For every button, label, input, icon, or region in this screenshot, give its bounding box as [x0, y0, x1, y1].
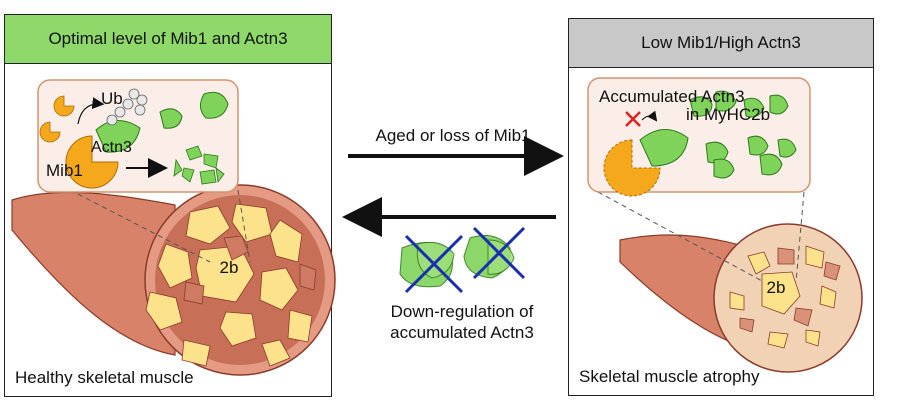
left-panel-header: Optimal level of Mib1 and Actn3: [5, 15, 331, 64]
bottom-label-line2: accumulated Actn3: [390, 323, 534, 342]
actn3-free-1: [200, 91, 229, 119]
bottom-label-line1: Down-regulation of: [391, 302, 534, 321]
ubiquitin-chain: [106, 88, 148, 126]
blocked-arrow: [641, 110, 658, 122]
right-panel-header: Low Mib1/High Actn3: [569, 19, 873, 68]
actn3-unbound: [639, 129, 689, 167]
actn3-free-2: [159, 108, 183, 129]
actn3-fragments: [173, 145, 225, 185]
accumulated-actn3: [689, 90, 797, 179]
mib1-small-2: [39, 121, 61, 143]
cross-2b: [472, 226, 526, 280]
left-panel-footer: Healthy skeletal muscle: [15, 368, 194, 387]
ub-label: Ub: [101, 89, 123, 108]
actn3-label: Actn3: [91, 139, 132, 156]
top-arrow-label: Aged or loss of Mib1: [376, 126, 531, 145]
accumulated-actn3-label: Accumulated Actn3: [599, 87, 745, 106]
right-zoom-line-1: [597, 191, 765, 283]
mib1-reduced: [603, 139, 661, 197]
right-fiber-label: 2b: [767, 278, 786, 297]
left-zoom-line-2: [237, 189, 251, 263]
cross-1b: [404, 234, 464, 294]
blocked-cross: [625, 111, 641, 127]
ub-arrow: [77, 97, 105, 125]
left-fiber-label: 2b: [220, 258, 239, 277]
mib1-small-1: [53, 95, 75, 117]
mib1-label: Mib1: [46, 161, 83, 180]
crossed-actn3-cluster: [399, 226, 526, 294]
right-panel-footer: Skeletal muscle atrophy: [579, 367, 760, 386]
healthy-muscle-illustration: [11, 184, 336, 376]
atrophy-muscle-illustration: [619, 223, 863, 373]
atrophy-muscle-fibers: [729, 245, 837, 349]
mib1-ubiquitination-inset: [39, 88, 229, 189]
mib1-large: [65, 135, 119, 189]
right-zoom-line-2: [795, 191, 805, 283]
accumulated-actn3-inset: [603, 90, 797, 197]
healthy-muscle-fibers: [145, 203, 313, 367]
myhc2b-label: in MyHC2b: [686, 105, 770, 124]
